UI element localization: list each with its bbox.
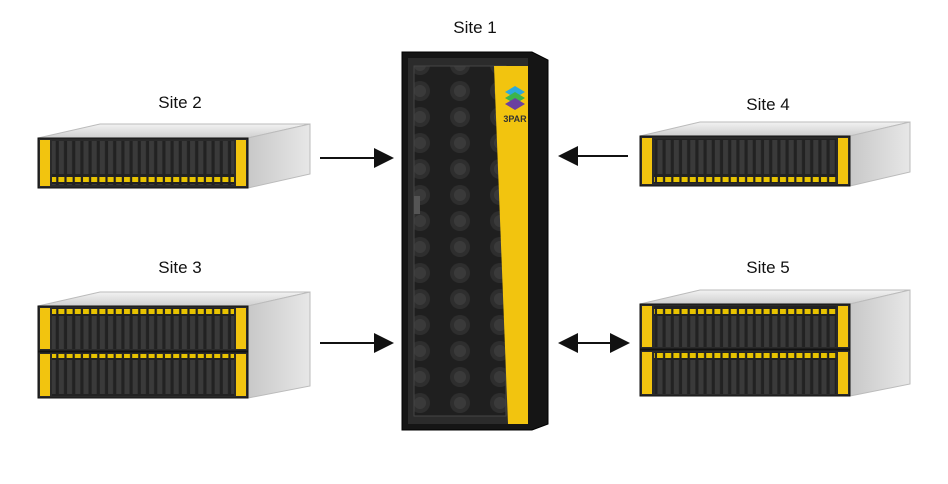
- 3par-logo-text: 3PAR: [503, 114, 527, 124]
- site-2-storage-unit: [37, 123, 311, 189]
- site-5-storage-unit: [639, 289, 911, 397]
- site-4-storage-unit: [639, 121, 911, 187]
- site-3-storage-unit: [37, 291, 311, 399]
- site-2-label: Site 2: [158, 93, 202, 112]
- site-4-label: Site 4: [746, 95, 790, 114]
- site-1-rack: 3PAR: [401, 51, 549, 431]
- site-5-label: Site 5: [746, 258, 790, 277]
- site-3-label: Site 3: [158, 258, 202, 277]
- site-1-label: Site 1: [453, 18, 497, 37]
- 3par-logo: 3PAR: [503, 86, 527, 124]
